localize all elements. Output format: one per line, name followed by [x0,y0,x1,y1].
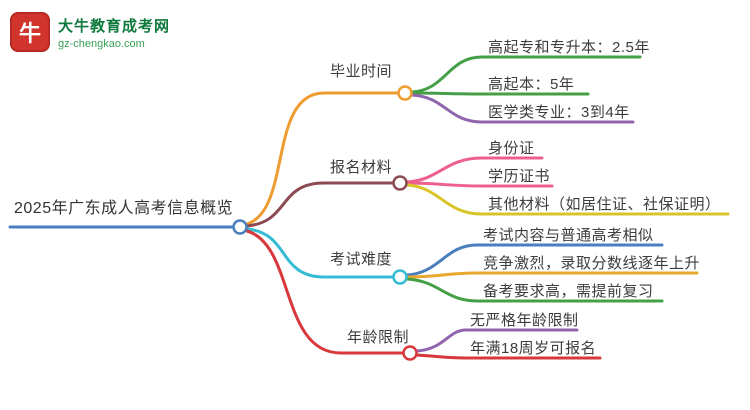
leaf-node-label: 医学类专业：3到4年 [488,104,630,121]
branch-label-age-limit: 年龄限制 [347,329,410,346]
leaf-connector [405,277,664,303]
branch-label-graduation-time: 毕业时间 [330,63,393,80]
node-circle-graduation-time [397,85,413,101]
logo-title: 大牛教育成考网 [58,17,171,35]
leaf-node-label: 竞争激烈，录取分数线逐年上升 [483,255,701,272]
leaf-node-label: 身份证 [488,140,535,157]
root-node-label: 2025年广东成人高考信息概览 [14,200,234,217]
leaf-connector [405,243,664,277]
branch-connector-application-materials [245,181,395,228]
root-node-circle [232,219,248,235]
branch-connector-exam-difficulty [245,227,395,279]
leaf-node-label: 备考要求高，需提前复习 [483,283,654,300]
leaf-connector [410,91,590,96]
leaf-connector [405,181,554,188]
leaf-node-label: 无严格年龄限制 [470,312,579,329]
leaf-node-label: 年满18周岁可报名 [470,340,597,357]
node-circle-application-materials [392,175,408,191]
bull-icon: 牛 [10,12,50,52]
branch-label-exam-difficulty: 考试难度 [330,251,393,268]
leaf-node-label: 学历证书 [488,168,551,185]
leaf-node-label: 考试内容与普通高考相似 [483,227,654,244]
branch-label-application-materials: 报名材料 [330,159,393,176]
node-circle-exam-difficulty [392,269,408,285]
leaf-connector [405,183,730,216]
leaf-node-label: 高起本：5年 [488,76,575,93]
logo-text: 大牛教育成考网 gz-chengkao.com [58,15,170,50]
leaf-node-label: 其他材料（如居住证、社保证明） [488,196,721,213]
branch-connector-age-limit [245,229,405,355]
leaf-connector [415,353,602,360]
node-circle-age-limit [402,345,418,361]
branch-connector-graduation-time [245,91,400,226]
leaf-connector [410,93,635,124]
leaf-connector [410,55,642,94]
leaf-node-label: 高起专和专升本：2.5年 [488,39,650,56]
leaf-connector [415,328,579,353]
leaf-connector [405,271,699,279]
site-logo: 牛 大牛教育成考网 gz-chengkao.com [10,12,170,52]
leaf-connector [405,156,544,184]
logo-subtitle: gz-chengkao.com [58,37,145,50]
